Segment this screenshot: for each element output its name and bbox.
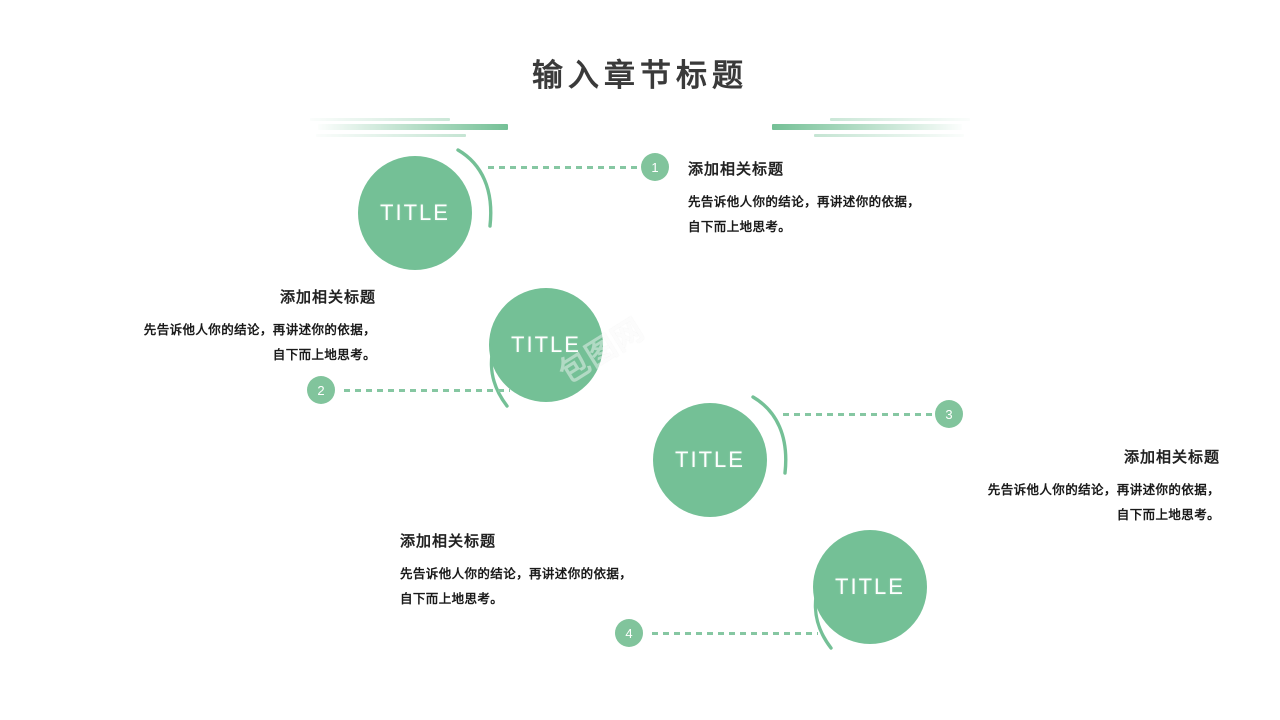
block-line1-2: 先告诉他人你的结论，再讲述你的依据， (143, 323, 376, 337)
block-heading-1: 添加相关标题 (688, 161, 785, 178)
content-block-3: 添加相关标题 先告诉他人你的结论，再讲述你的依据， 自下而上地思考。 (840, 446, 1220, 528)
bubble-circle-3[interactable]: TITLE (653, 403, 767, 517)
block-line1-1: 先告诉他人你的结论，再讲述你的依据， (688, 195, 921, 209)
number-badge-3[interactable]: 3 (935, 400, 963, 428)
title-decoration-right-icon (770, 110, 970, 144)
number-badge-1[interactable]: 1 (641, 153, 669, 181)
bubble-circle-1[interactable]: TITLE (358, 156, 472, 270)
block-line1-3: 先告诉他人你的结论，再讲述你的依据， (987, 483, 1220, 497)
number-badge-4[interactable]: 4 (615, 619, 643, 647)
block-line2-1: 自下而上地思考。 (688, 220, 792, 234)
block-heading-2: 添加相关标题 (279, 289, 376, 306)
connector-dots-1 (488, 166, 646, 169)
bubble-label-1: TITLE (380, 200, 450, 225)
block-line2-2: 自下而上地思考。 (272, 348, 376, 362)
title-decoration-left-icon (310, 110, 510, 144)
deco-line-thick (318, 124, 508, 130)
bubble-circle-4[interactable]: TITLE (813, 530, 927, 644)
bubble-circle-2[interactable]: TITLE (489, 288, 603, 402)
block-line1-4: 先告诉他人你的结论，再讲述你的依据， (400, 567, 633, 581)
page-title: 输入章节标题 (532, 58, 748, 93)
deco-line-thin-bottom (316, 134, 466, 137)
slide-header: 输入章节标题 (0, 52, 1280, 137)
block-heading-3: 添加相关标题 (1123, 449, 1220, 466)
bubble-label-4: TITLE (835, 574, 905, 599)
number-badge-2[interactable]: 2 (307, 376, 335, 404)
connector-dots-3 (783, 413, 935, 416)
content-block-1: 添加相关标题 先告诉他人你的结论，再讲述你的依据， 自下而上地思考。 (688, 158, 920, 240)
bubble-label-2: TITLE (511, 332, 581, 357)
deco-line-thin-top (830, 118, 970, 121)
badge-number-2: 2 (317, 382, 325, 398)
connector-dots-4 (652, 632, 818, 635)
connector-dots-2 (344, 389, 510, 392)
badge-number-1: 1 (651, 159, 659, 175)
content-block-4: 添加相关标题 先告诉他人你的结论，再讲述你的依据， 自下而上地思考。 (400, 530, 632, 612)
block-line2-4: 自下而上地思考。 (400, 592, 504, 606)
block-line2-3: 自下而上地思考。 (1116, 508, 1220, 522)
badge-number-3: 3 (945, 406, 953, 422)
badge-number-4: 4 (625, 625, 633, 641)
block-heading-4: 添加相关标题 (400, 533, 497, 550)
deco-line-thin-top (310, 118, 450, 121)
deco-line-thin-bottom (814, 134, 964, 137)
deco-line-thick (772, 124, 962, 130)
content-block-2: 添加相关标题 先告诉他人你的结论，再讲述你的依据， 自下而上地思考。 (0, 286, 376, 368)
bubble-label-3: TITLE (675, 447, 745, 472)
